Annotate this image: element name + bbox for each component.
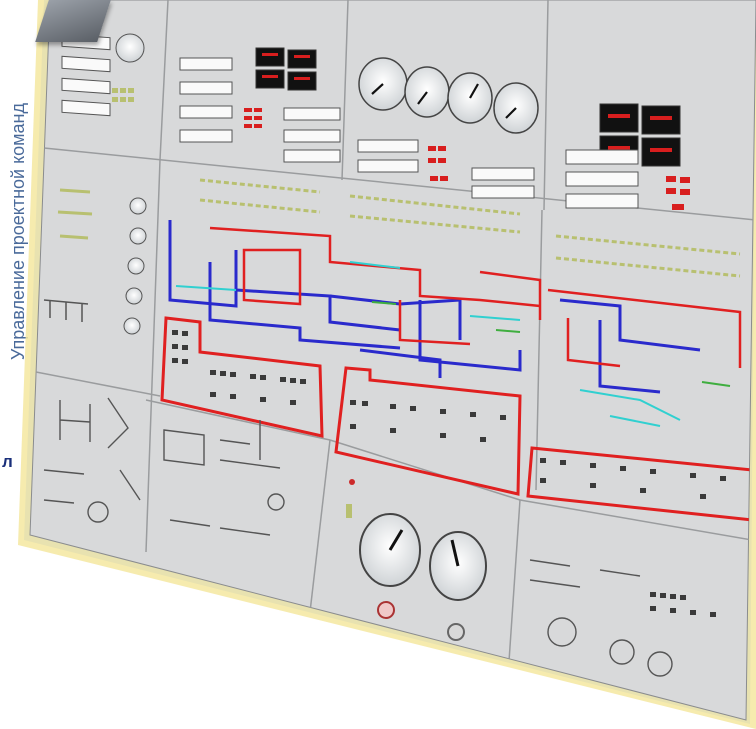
- mimic-diagram: [168, 178, 742, 427]
- section-top-center: [179, 47, 341, 163]
- switch-areas: [160, 316, 754, 522]
- section-top-left: [61, 33, 145, 117]
- section-left-mid: [43, 188, 147, 335]
- side-letter: л: [2, 452, 13, 471]
- section-bottom-center: [346, 479, 487, 641]
- section-gauges-top: [357, 57, 539, 199]
- section-bottom-right: [529, 559, 716, 677]
- section-bottom-left: [43, 397, 285, 536]
- section-top-right: [565, 103, 690, 210]
